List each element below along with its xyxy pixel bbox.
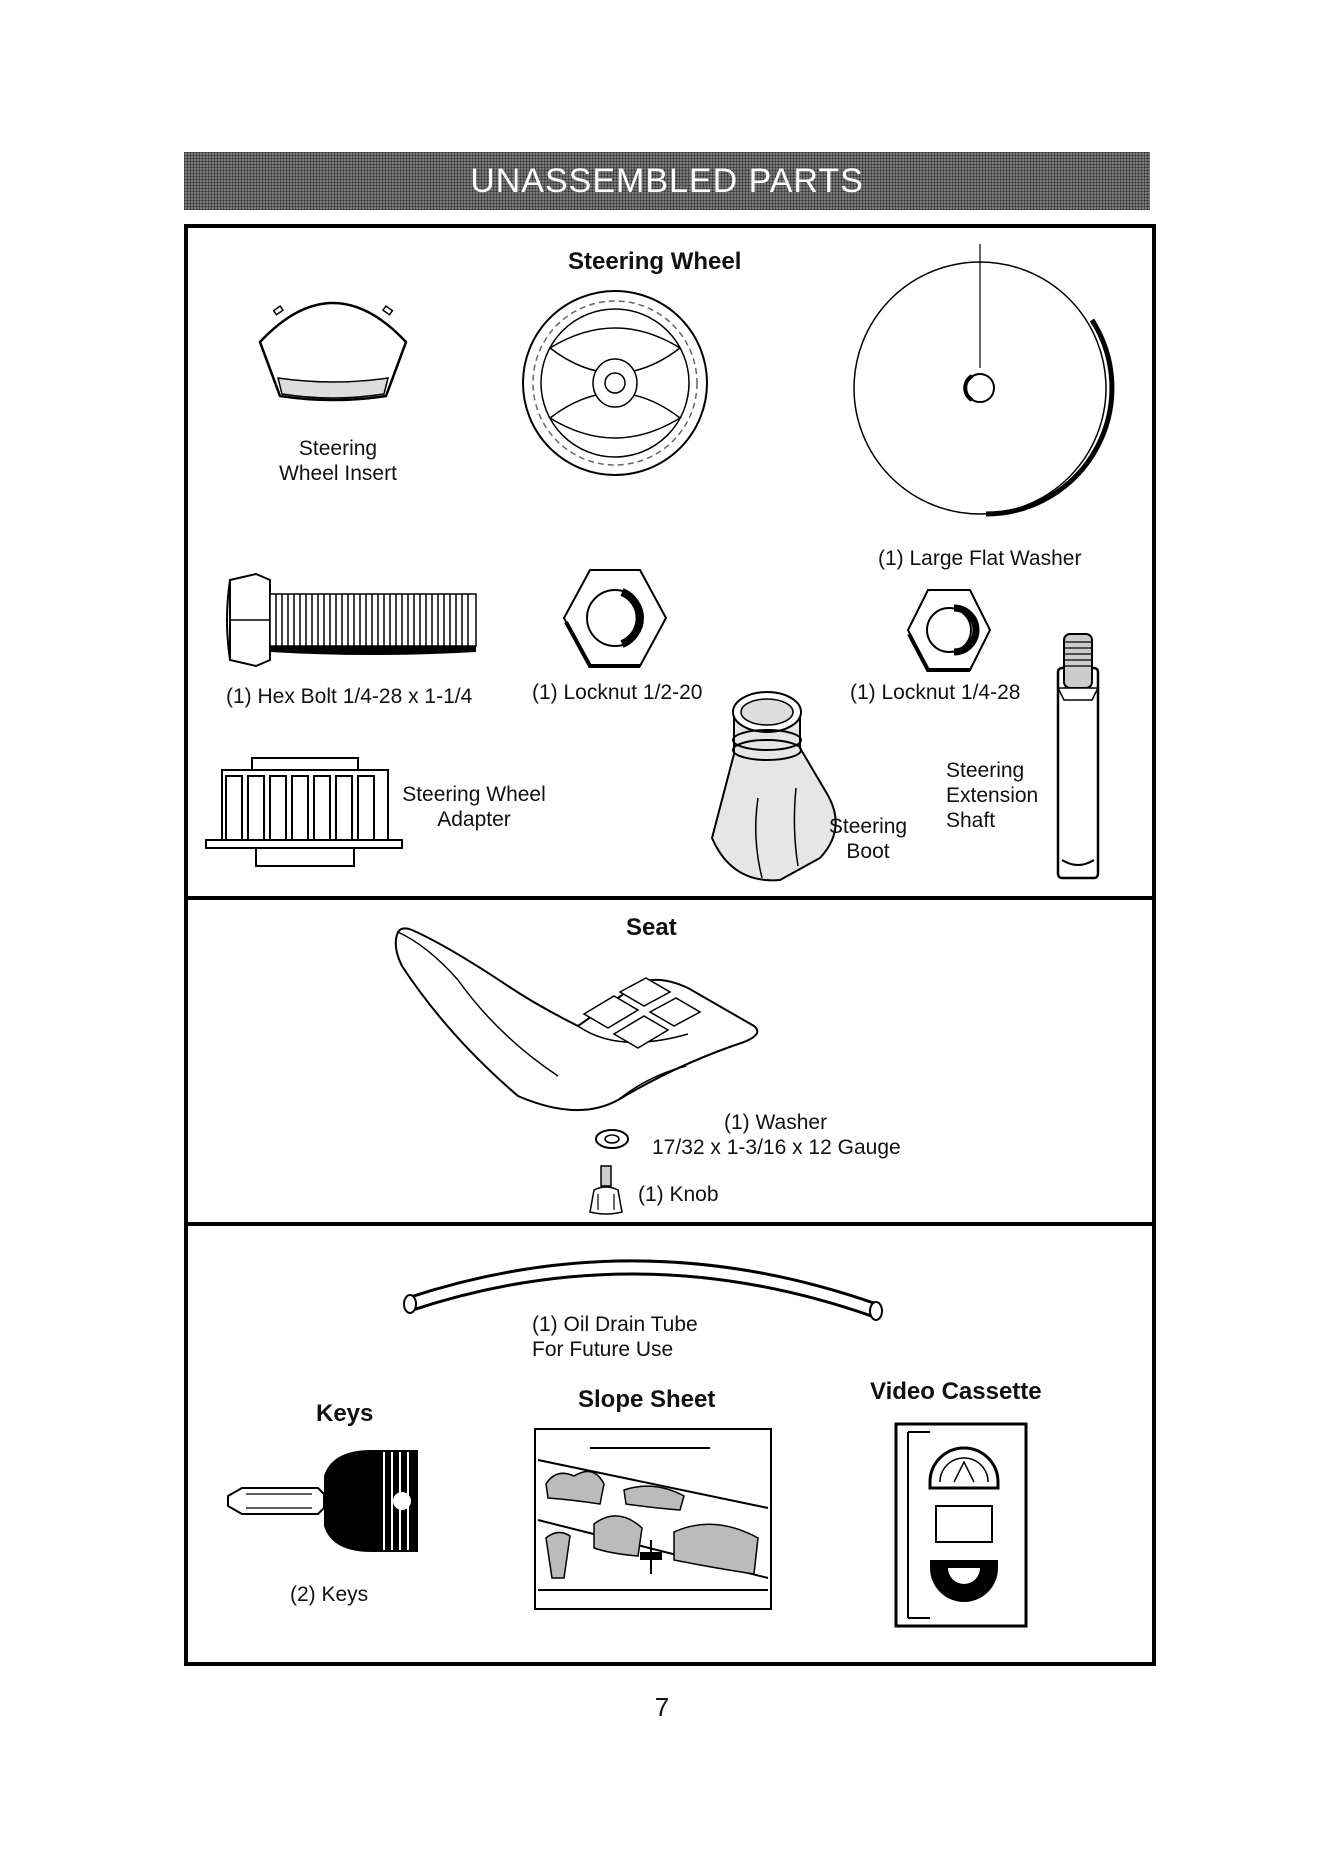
wheel-insert-label: Steering Wheel Insert: [258, 436, 418, 486]
parts-frame: [184, 224, 1156, 1666]
seat-washer-label: (1) Washer 17/32 x 1-3/16 x 12 Gauge: [652, 1110, 901, 1160]
wheel-adapter-label-line1: Steering Wheel: [402, 783, 546, 806]
knob-label: (1) Knob: [638, 1183, 719, 1206]
steering-boot-label-line2: Boot: [846, 840, 890, 863]
wheel-adapter-label-line2: Adapter: [437, 808, 511, 831]
wheel-adapter-label: Steering Wheel Adapter: [396, 782, 552, 832]
seat-heading: Seat: [626, 914, 677, 941]
extension-shaft-label-line3: Shaft: [946, 809, 996, 832]
key-icon: [227, 1450, 418, 1552]
extension-shaft-label-line2: Extension: [946, 784, 1039, 807]
oil-drain-tube-label-line1: (1) Oil Drain Tube: [532, 1313, 698, 1336]
steering-boot-label-line1: Steering: [828, 815, 908, 838]
hex-bolt-icon: [226, 572, 477, 668]
large-flat-washer-label: (1) Large Flat Washer: [878, 547, 1082, 570]
locknut-half-label: (1) Locknut 1/2-20: [532, 681, 703, 704]
steering-wheel-heading: Steering Wheel: [568, 248, 742, 275]
steering-wheel-adapter-icon: [205, 757, 403, 867]
steering-extension-shaft-icon: [1056, 633, 1100, 880]
seat-icon: [394, 927, 759, 1112]
title-banner: UNASSEMBLED PARTS: [184, 152, 1150, 210]
seat-washer-label-line1: (1) Washer: [724, 1111, 828, 1134]
oil-drain-tube-label: (1) Oil Drain Tube For Future Use: [532, 1312, 698, 1362]
knob-icon: [589, 1165, 623, 1215]
locknut-half-icon: [562, 569, 668, 668]
steering-wheel-insert-icon: [258, 301, 408, 402]
slope-sheet-heading: Slope Sheet: [578, 1386, 716, 1413]
section-divider-seat: [184, 896, 1152, 900]
keys-heading: Keys: [316, 1400, 374, 1427]
wheel-insert-label-line2: Wheel Insert: [279, 462, 397, 485]
keys-label: (2) Keys: [290, 1583, 369, 1606]
page-number: 7: [654, 1692, 670, 1722]
seat-washer-label-line2: 17/32 x 1-3/16 x 12 Gauge: [652, 1136, 901, 1159]
section-divider-misc: [184, 1222, 1152, 1226]
wheel-insert-label-line1: Steering: [298, 437, 378, 460]
video-cassette-icon: [894, 1422, 1028, 1628]
hex-bolt-label: (1) Hex Bolt 1/4-28 x 1-1/4: [226, 685, 473, 708]
oil-drain-tube-label-line2: For Future Use: [532, 1338, 674, 1361]
steering-boot-label: Steering Boot: [818, 814, 918, 864]
large-flat-washer-icon: [853, 244, 1115, 517]
page-title: UNASSEMBLED PARTS: [470, 161, 864, 200]
locknut-quarter-icon: [906, 589, 992, 672]
extension-shaft-label: Steering Extension Shaft: [946, 758, 1038, 833]
steering-wheel-icon: [522, 290, 708, 476]
video-cassette-heading: Video Cassette: [870, 1378, 1042, 1405]
extension-shaft-label-line1: Steering: [946, 759, 1025, 782]
seat-washer-icon: [595, 1129, 629, 1149]
steering-boot-icon: [710, 691, 837, 882]
locknut-quarter-label: (1) Locknut 1/4-28: [850, 681, 1021, 704]
slope-sheet-icon: [534, 1428, 772, 1610]
oil-drain-tube-icon: [403, 1259, 883, 1321]
